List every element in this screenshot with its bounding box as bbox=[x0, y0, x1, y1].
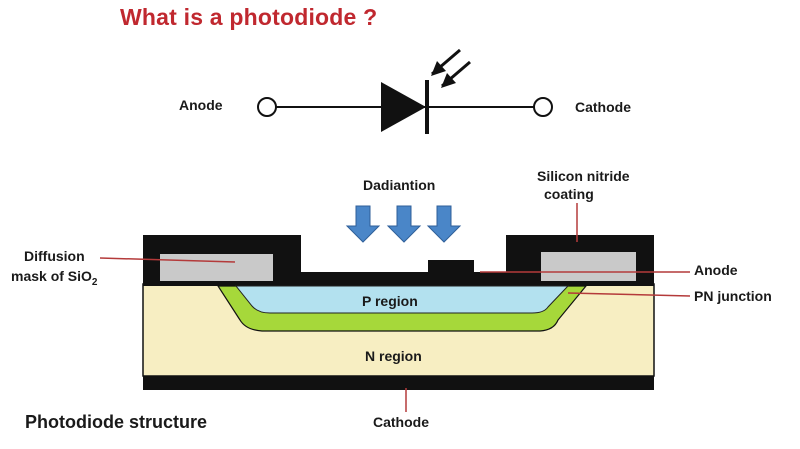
sio2-mask-right bbox=[541, 252, 636, 281]
symbol-cathode-label: Cathode bbox=[575, 99, 631, 115]
light-arrows-icon bbox=[431, 48, 471, 88]
radiation-arrow-icon bbox=[426, 205, 462, 243]
p-region bbox=[234, 285, 570, 314]
anode-label: Anode bbox=[694, 262, 738, 278]
photodiode-symbol bbox=[257, 48, 553, 134]
symbol-anode-label: Anode bbox=[179, 97, 223, 113]
pointer-lines bbox=[99, 203, 691, 412]
structure-caption: Photodiode structure bbox=[25, 412, 208, 432]
radiation-arrow-icon bbox=[345, 205, 381, 243]
radiation-label: Dadiantion bbox=[363, 177, 436, 193]
anode-terminal bbox=[257, 97, 277, 117]
radiation-arrows bbox=[345, 205, 462, 243]
p-region-label: P region bbox=[362, 293, 418, 309]
diffusion-label: Diffusion bbox=[24, 248, 85, 264]
pointer-pn-junction bbox=[567, 292, 691, 297]
silicon-nitride-label-coating: coating bbox=[544, 186, 594, 202]
diffusion-mask-label: mask of SiO2 bbox=[11, 268, 97, 288]
diffusion-mask-subscript: 2 bbox=[91, 276, 98, 288]
anode-contact bbox=[428, 260, 474, 274]
sio2-mask-left bbox=[160, 254, 273, 281]
cathode-metal bbox=[143, 376, 654, 390]
cathode-terminal bbox=[533, 97, 553, 117]
radiation-arrow-icon bbox=[386, 205, 422, 243]
photodiode-structure bbox=[99, 203, 691, 412]
silicon-nitride-label: Silicon nitride bbox=[537, 168, 630, 184]
diffusion-mask-text: mask of SiO bbox=[11, 268, 92, 284]
cathode-label: Cathode bbox=[373, 414, 429, 430]
n-region-label: N region bbox=[365, 348, 422, 364]
pointer-diffusion bbox=[99, 257, 236, 263]
page-title: What is a photodiode ? bbox=[120, 4, 378, 30]
diode-triangle bbox=[381, 82, 426, 132]
pn-junction-label: PN junction bbox=[694, 288, 772, 304]
